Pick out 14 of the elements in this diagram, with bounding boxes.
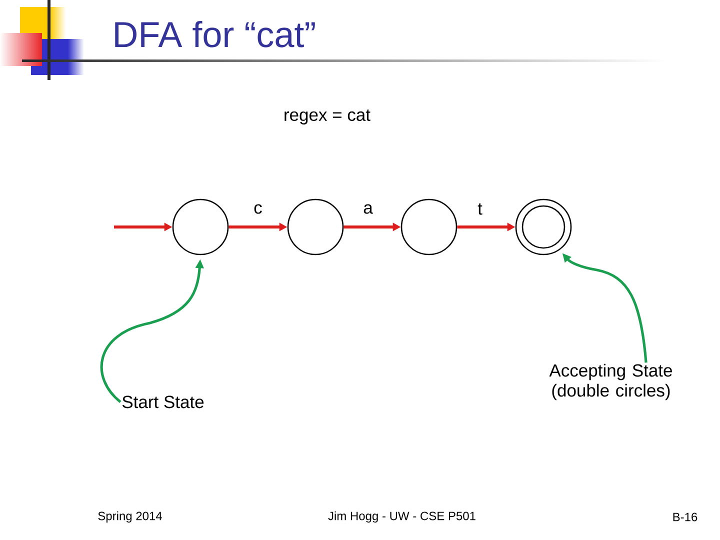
state-circle xyxy=(287,198,344,256)
annotation: Start State xyxy=(122,396,204,408)
page-number: B-16 xyxy=(673,512,698,522)
state-circle xyxy=(172,198,229,256)
annotation: Accepting State (double circles) xyxy=(549,364,672,400)
edge-label: c xyxy=(254,204,262,214)
edge-label: t xyxy=(478,203,482,215)
note-text: regex = cat xyxy=(284,110,370,124)
footer-text: Spring 2014 xyxy=(98,511,162,523)
footer-text: Jim Hogg - UW - CSE P501 xyxy=(328,511,476,523)
title: DFA for “cat” xyxy=(115,20,315,48)
edge-label: a xyxy=(364,204,373,214)
state-circle xyxy=(400,198,458,256)
double-circle xyxy=(515,198,572,256)
